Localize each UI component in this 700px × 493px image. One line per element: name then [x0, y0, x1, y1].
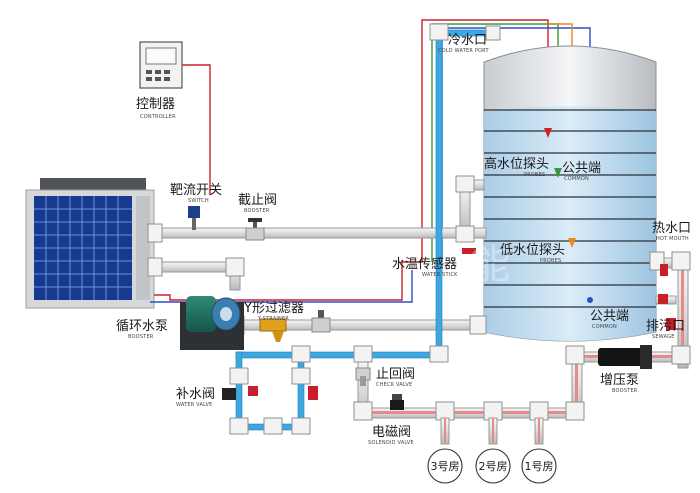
makeup-valve-label-en: WATER VALVE	[176, 402, 213, 408]
room-boxes	[427, 448, 557, 484]
circulation-pump	[180, 296, 244, 350]
cold-water-label-en: COLD WATER PORT	[438, 48, 489, 54]
booster-pump	[598, 345, 652, 369]
stop-valve-label-en: BOOSTER	[244, 208, 270, 214]
y-filter-label-en: Y-STRAINER	[257, 316, 289, 322]
check-valve-label: 止回阀	[376, 367, 415, 382]
solenoid-valve	[390, 394, 404, 410]
common-2-label-en: COMMON	[592, 324, 617, 330]
booster-pump-label-en: BOOSTER	[612, 388, 638, 394]
makeup-valve-label: 补水阀	[176, 387, 215, 402]
common-2-label: 公共端	[590, 309, 629, 324]
low-probe-label: 低水位探头	[500, 243, 565, 258]
controller-device	[139, 41, 183, 89]
heat-pump-unit	[25, 178, 155, 309]
pipe-valve-2	[311, 310, 331, 333]
room-1-label: 1号房	[525, 460, 554, 473]
cold-water-label: 冷水口	[448, 33, 487, 48]
booster-pump-label: 增压泵	[600, 373, 639, 388]
y-strainer	[259, 318, 287, 342]
circ-pump-label: 循环水泵	[116, 319, 168, 334]
controller-label-en: CONTROLLER	[140, 114, 176, 120]
check-valve-label-en: CHECK VALVE	[376, 382, 412, 388]
water-temp-label: 水温传感器	[392, 256, 457, 272]
room-drops	[440, 417, 544, 445]
controller-label: 控制器	[136, 97, 175, 112]
solenoid-label: 电磁阀	[372, 425, 411, 440]
hot-water-label: 热水口	[652, 221, 691, 236]
watermark-text: 能	[470, 242, 510, 288]
flow-switch	[188, 206, 200, 230]
water-temp-sensor	[462, 248, 476, 254]
circ-pump-label-en: BOOSTER	[128, 334, 154, 340]
probe-tips	[544, 128, 593, 303]
water-tank	[483, 45, 657, 342]
hot-water-label-en: HOT MOUTH	[656, 236, 689, 242]
drain-label: 排污口	[646, 319, 685, 334]
common-1-label: 公共端	[562, 161, 601, 176]
drain-label-en: SEWAGE	[652, 334, 675, 340]
room-2-label: 2号房	[479, 460, 508, 473]
stop-valve-label: 截止阀	[238, 193, 277, 208]
low-probe-label-en: PROBES	[540, 258, 561, 264]
tank-valves	[658, 264, 676, 330]
y-filter-label: Y形过滤器	[243, 301, 304, 316]
solenoid-label-en: SOLENOID VALVE	[368, 440, 414, 446]
switch-label-en: SWITCH	[188, 198, 209, 204]
water-temp-label-en: WATER STICK	[422, 272, 458, 278]
common-1-label-en: COMMON	[564, 176, 589, 182]
check-valve	[355, 367, 371, 386]
switch-label: 靶流开关	[170, 183, 222, 198]
high-probe-label-en: PROBES	[524, 172, 545, 178]
high-probe-label: 高水位探头	[484, 156, 549, 172]
makeup-valve	[222, 386, 318, 400]
stop-valve	[245, 218, 265, 241]
room-3-label: 3号房	[431, 460, 460, 473]
solar-grid	[34, 196, 132, 300]
